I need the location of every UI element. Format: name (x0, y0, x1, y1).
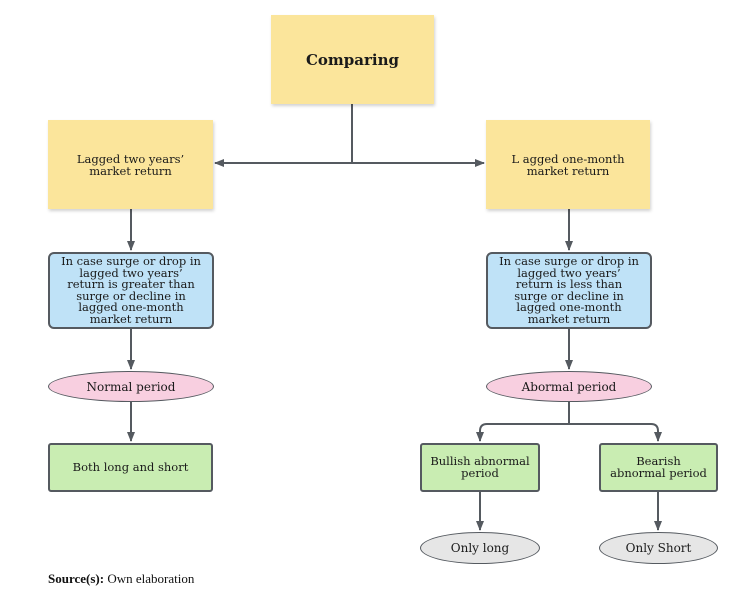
source-caption: Source(s): Own elaboration (48, 571, 194, 587)
comparing-label: Comparing (305, 50, 400, 69)
bearish-abnormal-label: Bearish abnormal period (610, 454, 707, 480)
lagged-one-month-label: L agged one-month market return (511, 151, 625, 178)
source-text: Own elaboration (107, 571, 195, 586)
bullish-abnormal-node: Bullish abnormal period (420, 443, 540, 492)
only-short-node: Only Short (599, 532, 718, 564)
only-short-label: Only Short (625, 541, 692, 555)
lagged-two-years-label: Lagged two years’ market return (76, 151, 185, 178)
lagged-two-years-node: Lagged two years’ market return (48, 120, 213, 209)
only-long-label: Only long (450, 541, 510, 555)
both-long-short-node: Both long and short (48, 443, 213, 492)
comparing-node: Comparing (271, 15, 434, 104)
only-long-node: Only long (420, 532, 540, 564)
arrow-to-bullish (476, 423, 569, 442)
normal-period-node: Normal period (48, 371, 214, 402)
condition-left-node: In case surge or drop in lagged two year… (48, 252, 214, 329)
bearish-abnormal-node: Bearish abnormal period (599, 443, 718, 492)
abnormal-period-label: Abormal period (521, 379, 617, 394)
arrow-to-bearish (569, 423, 662, 442)
condition-right-label: In case surge or drop in lagged two year… (499, 254, 639, 326)
lagged-one-month-node: L agged one-month market return (486, 120, 650, 209)
both-long-short-label: Both long and short (72, 459, 189, 474)
source-label: Source(s): (48, 571, 105, 586)
condition-left-label: In case surge or drop in lagged two year… (61, 254, 201, 326)
bullish-abnormal-label: Bullish abnormal period (430, 454, 530, 480)
normal-period-label: Normal period (86, 379, 176, 394)
condition-right-node: In case surge or drop in lagged two year… (486, 252, 652, 329)
abnormal-period-node: Abormal period (486, 371, 652, 402)
